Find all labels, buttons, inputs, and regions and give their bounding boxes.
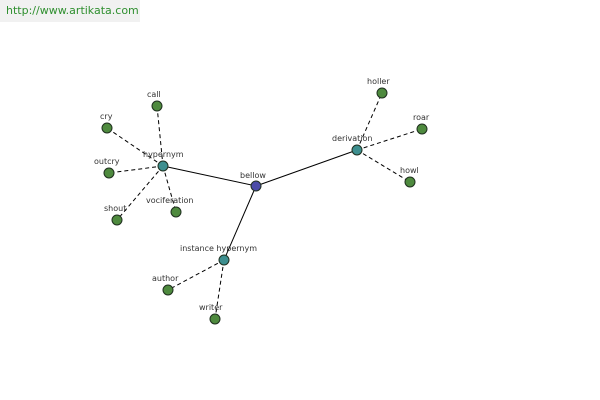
leaf-node-vociferation[interactable] xyxy=(170,206,182,218)
relation-node-derivation[interactable] xyxy=(351,144,363,156)
edge-derivation-roar xyxy=(356,128,423,151)
graph-labels: call cry outcry shout vociferation holler roar… xyxy=(94,77,430,312)
relation-node-hypernym-label: hypernym xyxy=(143,150,184,159)
leaf-node-author-label: author xyxy=(152,274,179,283)
edge-instance-hypernym-writer xyxy=(214,259,225,320)
edge-hypernym-outcry xyxy=(108,165,164,174)
leaf-node-shout[interactable] xyxy=(111,214,123,226)
leaf-node-cry[interactable] xyxy=(101,122,113,134)
root-node-bellow-label: bellow xyxy=(240,171,266,180)
relation-node-instance-hypernym-label: instance hypernym xyxy=(180,244,257,253)
leaf-node-outcry-label: outcry xyxy=(94,157,120,166)
root-node-bellow[interactable] xyxy=(250,180,262,192)
leaf-node-author[interactable] xyxy=(162,284,174,296)
leaf-node-roar-label: roar xyxy=(413,113,430,122)
edge-hypernym-vociferation xyxy=(162,165,177,213)
leaf-node-holler[interactable] xyxy=(376,87,388,99)
relation-node-hypernym[interactable] xyxy=(157,160,169,172)
leaf-node-howl[interactable] xyxy=(404,176,416,188)
edge-instance-hypernym-author xyxy=(167,259,225,291)
leaf-node-roar[interactable] xyxy=(416,123,428,135)
edge-derivation-howl xyxy=(356,149,411,183)
edge-hypernym-shout xyxy=(116,165,164,221)
leaf-node-shout-label: shout xyxy=(104,204,126,213)
edge-hypernym-call xyxy=(156,105,164,167)
leaf-node-howl-label: howl xyxy=(400,166,419,175)
leaf-node-call-label: call xyxy=(147,90,161,99)
leaf-node-vociferation-label: vociferation xyxy=(146,196,194,205)
edge-bellow-derivation xyxy=(255,149,358,187)
graph-nodes xyxy=(101,87,428,325)
leaf-node-holler-label: holler xyxy=(367,77,390,86)
edge-derivation-holler xyxy=(356,92,383,151)
relation-node-instance-hypernym[interactable] xyxy=(218,254,230,266)
leaf-node-cry-label: cry xyxy=(100,112,113,121)
edge-hypernym-cry xyxy=(106,127,164,167)
relation-node-derivation-label: derivation xyxy=(332,134,372,143)
graph-edges xyxy=(106,92,423,320)
edge-bellow-instance-hypernym xyxy=(223,185,257,261)
leaf-node-writer[interactable] xyxy=(209,313,221,325)
leaf-node-outcry[interactable] xyxy=(103,167,115,179)
leaf-node-call[interactable] xyxy=(151,100,163,112)
site-url-link[interactable]: http://www.artikata.com xyxy=(0,0,140,22)
leaf-node-writer-label: writer xyxy=(199,303,223,312)
edge-bellow-hypernym xyxy=(162,165,257,187)
